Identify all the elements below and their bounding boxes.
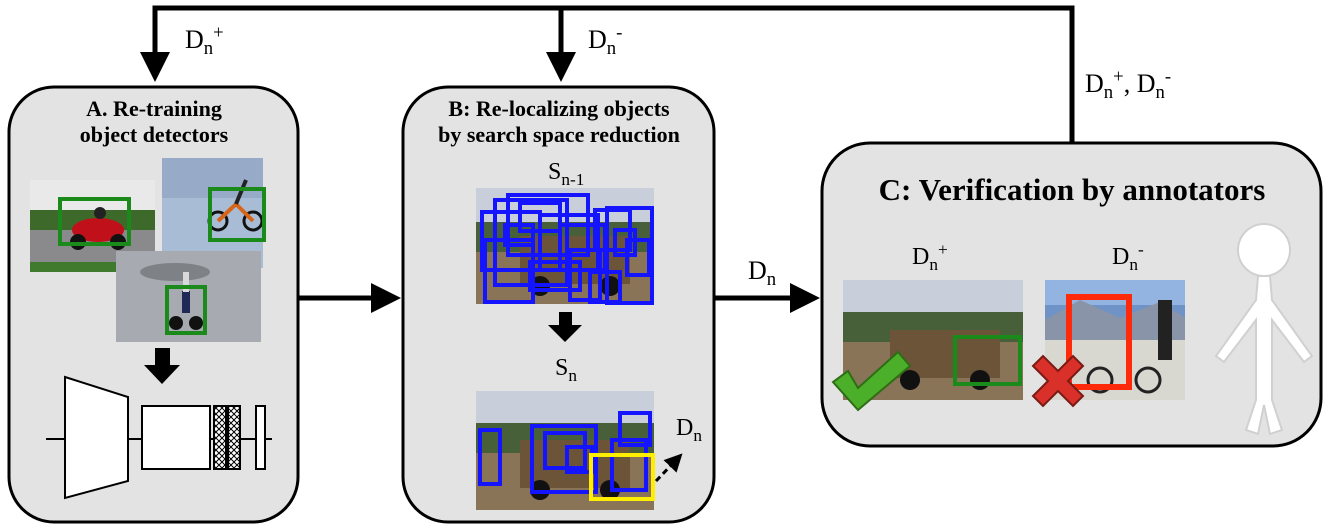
check-icon bbox=[831, 350, 912, 412]
cnn-icon bbox=[46, 375, 272, 500]
label-dn-plus-c: Dn+ bbox=[912, 240, 948, 274]
panel-b-title-line1: B: Re-localizing objects bbox=[448, 96, 670, 121]
label-dn-both: Dn+, Dn- bbox=[1085, 66, 1172, 104]
photo-search-space-curr bbox=[476, 391, 655, 510]
panel-c-title: C: Verification by annotators bbox=[832, 172, 1312, 209]
panel-a-title-line1: A. Re-training bbox=[86, 96, 222, 121]
photo-search-space-prev bbox=[476, 188, 654, 305]
person-icon bbox=[1214, 223, 1314, 436]
photo-motorbike-track bbox=[30, 180, 155, 272]
label-s-curr: Sn bbox=[555, 355, 577, 385]
label-dn-between: Dn bbox=[748, 256, 777, 291]
panel-b-title: B: Re-localizing objects by search space… bbox=[408, 96, 710, 148]
panel-b-title-line2: by search space reduction bbox=[438, 121, 680, 147]
panel-c-title-text: C: Verification by annotators bbox=[878, 172, 1266, 207]
down-arrow-icon bbox=[144, 348, 180, 384]
label-dn-minus-c: Dn- bbox=[1112, 240, 1144, 274]
label-s-prev: Sn-1 bbox=[548, 159, 585, 189]
panel-a-title-line2: object detectors bbox=[79, 121, 229, 147]
photo-motocross-jump bbox=[162, 158, 266, 268]
panel-a-title: A. Re-training object detectors bbox=[20, 96, 288, 148]
cross-icon bbox=[1031, 354, 1085, 408]
down-arrow-icon bbox=[548, 312, 582, 342]
label-dn-output: Dn bbox=[676, 415, 702, 445]
label-dn-minus-top: Dn- bbox=[588, 22, 623, 60]
photo-stunt-rider bbox=[116, 251, 261, 342]
feedback-line bbox=[140, 5, 1075, 143]
dashed-output-arrow bbox=[654, 453, 683, 483]
label-dn-plus-top: Dn+ bbox=[185, 22, 224, 60]
